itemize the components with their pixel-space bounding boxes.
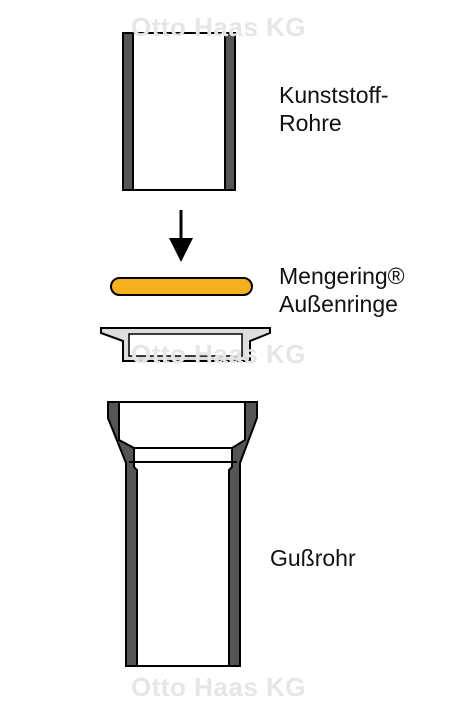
cast-pipe-bore <box>118 401 246 667</box>
label-plastic-pipe-line2: Rohre <box>279 110 342 136</box>
plastic-pipe-outline <box>122 32 236 191</box>
watermark-bottom: Otto Haas KG <box>131 672 307 702</box>
watermark-top: Otto Haas KG <box>131 12 307 42</box>
label-ring-line1: Mengering® <box>279 263 405 289</box>
watermark-middle: Otto Haas KG <box>131 339 307 369</box>
down-arrow-icon <box>169 210 193 262</box>
adapter-ring <box>100 327 271 362</box>
label-ring-line2: Außenringe <box>279 291 398 317</box>
cast-pipe <box>107 401 258 667</box>
plastic-pipe-right-wall <box>224 32 236 191</box>
label-cast-pipe: Gußrohr <box>270 545 356 571</box>
label-plastic-pipe-line1: Kunststoff- <box>279 82 389 108</box>
mengering-ring <box>110 277 253 296</box>
plastic-pipe <box>122 32 236 191</box>
adapter-ring-inner <box>128 333 243 357</box>
plastic-pipe-left-wall <box>122 32 134 191</box>
